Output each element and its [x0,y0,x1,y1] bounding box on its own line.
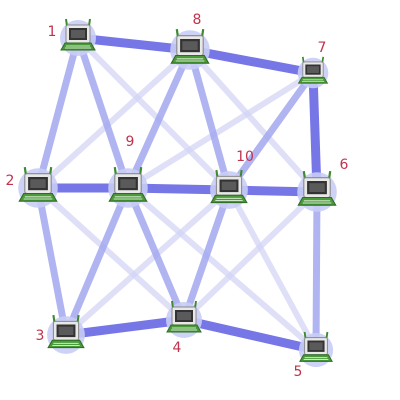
node-label-7: 7 [318,40,327,56]
laptop-icon [18,166,58,202]
link-6-5 [312,188,321,354]
laptop-icon [47,314,85,349]
node-label-8: 8 [193,12,202,28]
node-label-5: 5 [294,364,303,380]
laptop-icon [297,56,329,84]
laptop-icon [60,18,96,51]
link-1-10 [75,35,232,193]
link-7-6 [308,68,322,197]
node-6 [297,170,337,212]
link-9-3 [62,184,132,339]
link-4-5 [179,315,321,355]
link-1-2 [34,34,82,192]
laptop-icon [299,331,333,362]
node-9 [108,166,148,208]
node-8 [170,28,210,70]
laptop-icon [210,169,248,204]
link-8-9 [124,46,194,192]
node-label-3: 3 [36,328,45,344]
link-3-4 [61,315,189,340]
node-label-10: 10 [236,149,254,165]
link-10-3 [63,187,232,338]
link-2-4 [35,185,187,323]
laptop-icon [170,28,210,64]
node-1 [60,18,96,56]
link-8-2 [35,47,193,191]
link-9-5 [125,185,319,353]
link-7-10 [225,69,317,194]
node-label-4: 4 [173,340,182,356]
link-8-10 [186,46,233,194]
laptop-icon [108,166,148,202]
node-label-9: 9 [126,134,135,150]
link-8-7 [185,45,318,78]
laptop-icon [166,300,202,333]
node-label-2: 2 [6,173,15,189]
node-label-1: 1 [48,24,57,40]
link-7-9 [125,70,316,191]
link-8-6 [187,47,320,195]
node-5 [298,331,334,368]
links-layer [33,33,322,355]
link-10-5 [226,187,319,353]
laptop-icon [297,170,337,206]
nodes-layer: 1 2 3 4 5 6 7 8 9 10 [6,12,349,380]
node-4 [166,300,202,338]
node-label-6: 6 [340,157,349,173]
node-3 [47,314,85,354]
node-2 [18,166,58,208]
link-1-9 [74,34,132,192]
link-2-3 [34,184,70,339]
node-7 [297,56,329,89]
link-6-4 [181,189,320,323]
link-10-4 [180,186,233,324]
link-9-4 [124,184,188,324]
node-10 [210,169,248,209]
